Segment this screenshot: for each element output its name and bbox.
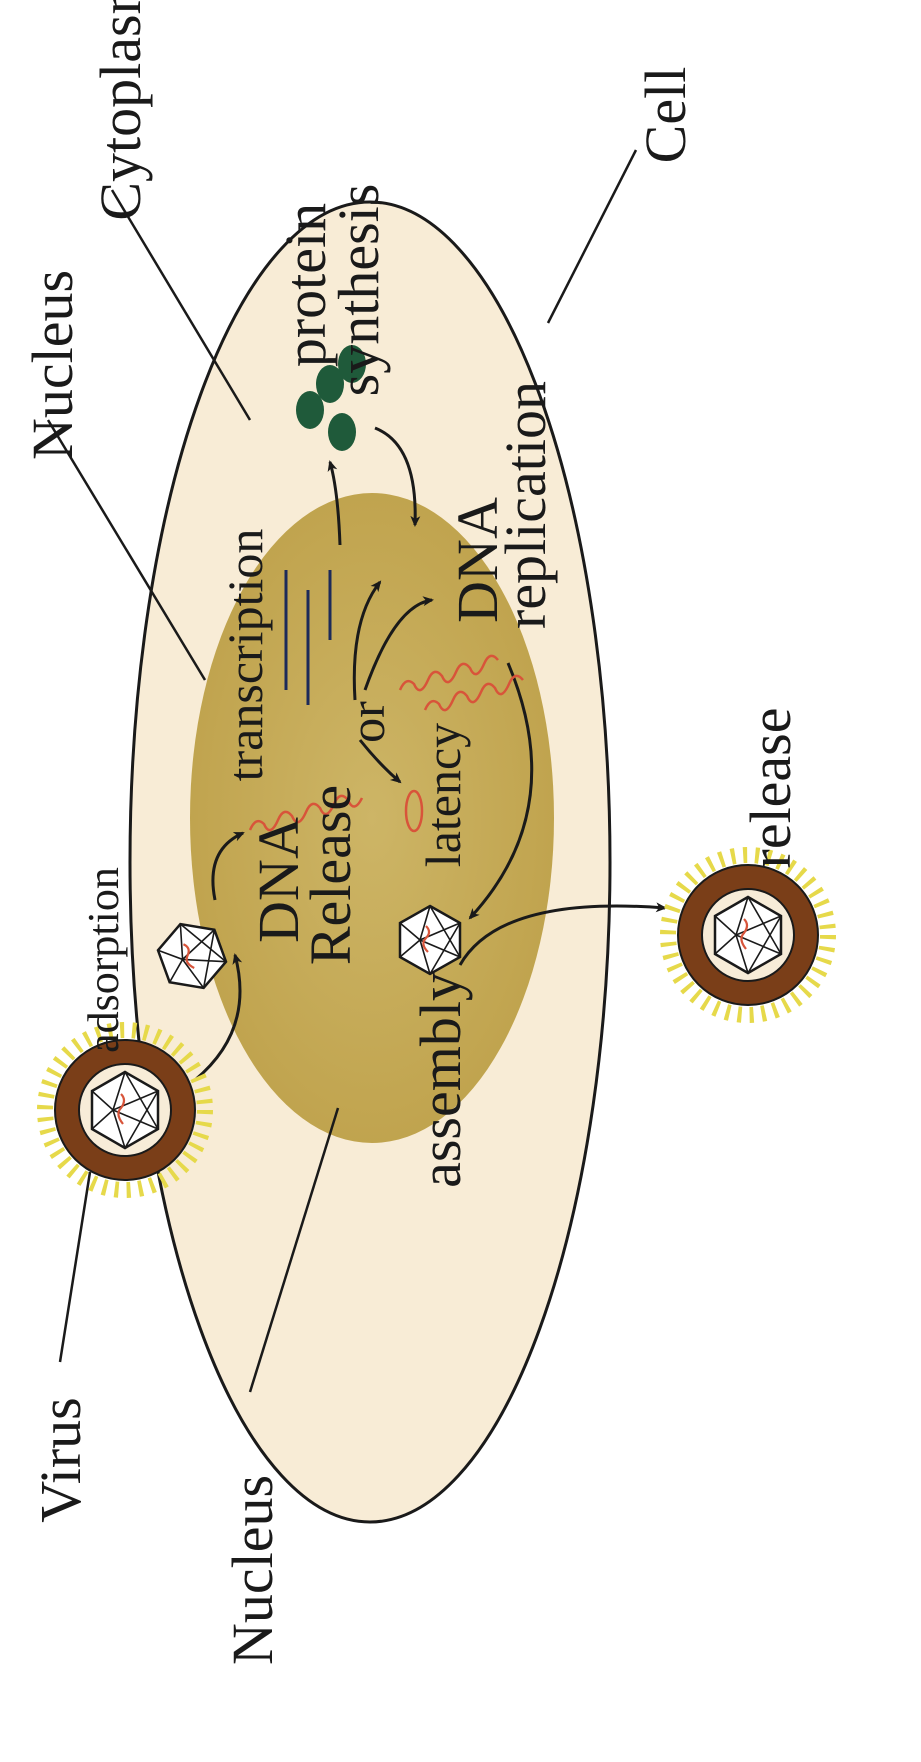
nucleus-top-label: Nucleus: [20, 270, 85, 460]
assembly-label: assembly: [408, 972, 473, 1188]
adsorption-label: adsorption: [79, 867, 128, 1053]
release-label: release: [738, 708, 803, 869]
synthesis-label: synthesis: [326, 184, 391, 397]
cytoplasm-leader: [112, 190, 250, 420]
virus-leader: [60, 1172, 90, 1362]
cell-leader: [548, 150, 636, 323]
cytoplasm-label: Cytoplasm: [88, 0, 153, 221]
nucleus-bottom-label: Nucleus: [220, 1475, 285, 1665]
dna-release-label-2: Release: [298, 785, 363, 965]
latency-label: latency: [415, 723, 471, 867]
cell-label: Cell: [633, 67, 698, 164]
virus-label: Virus: [28, 1397, 93, 1522]
virus-particle-released: [668, 855, 828, 1015]
dna-replication-label-2: replication: [493, 381, 558, 629]
transcription-label: transcription: [217, 529, 273, 782]
or-label: or: [339, 701, 395, 743]
